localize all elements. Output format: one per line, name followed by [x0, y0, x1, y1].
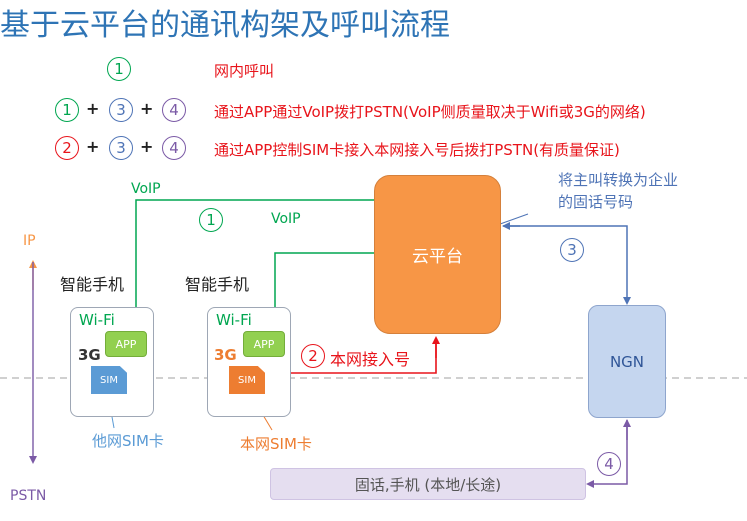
voip-label-2: VoIP [271, 211, 301, 227]
phone2-title: 智能手机 [185, 275, 250, 294]
cloud-ngn-path [503, 225, 631, 305]
ngn-box: NGN [588, 305, 666, 418]
phone2-3g-label: 3G [214, 346, 237, 364]
cloud-platform-box: 云平台 [374, 175, 501, 334]
callout-line1: 将主叫转换为企业 [558, 171, 679, 189]
phone1-title: 智能手机 [60, 275, 125, 294]
legend-row2-circle-1: 1 [55, 98, 79, 122]
flow-step-4: 4 [597, 452, 621, 476]
phone2-wifi-label: Wi-Fi [216, 311, 252, 329]
legend-row1-text: 网内呼叫 [214, 62, 275, 80]
flow-step-1: 1 [199, 208, 223, 232]
legend-row3-circle-4: 4 [162, 136, 186, 160]
flow-step-3: 3 [560, 238, 584, 262]
ngn-fixed-path [586, 420, 628, 488]
phone2-sim-card: SIM [229, 366, 265, 394]
legend-row2-plus-1: + [86, 99, 100, 118]
phone2-app-badge: APP [243, 331, 285, 357]
phone1-body [70, 307, 154, 417]
phone2-body [207, 307, 291, 417]
page-title: 基于云平台的通讯构架及呼叫流程 [0, 8, 450, 43]
legend-row3-circle-2: 2 [55, 136, 79, 160]
legend-row2-circle-3: 3 [109, 98, 133, 122]
legend-row2-text: 通过APP通过VoIP拨打PSTN(VoIP侧质量取决于Wifi或3G的网络) [214, 103, 646, 121]
access-number-label: 本网接入号 [330, 350, 411, 369]
phone1-sim-card: SIM [91, 366, 127, 394]
legend-row3-circle-3: 3 [109, 136, 133, 160]
legend-row3-plus-1: + [86, 137, 100, 156]
legend-row3-text: 通过APP控制SIM卡接入本网接入号后拨打PSTN(有质量保证) [214, 141, 620, 159]
legend-row3-plus-2: + [140, 137, 154, 156]
pstn-axis-label: PSTN [10, 488, 47, 504]
flow-step-2: 2 [301, 344, 325, 368]
legend-row2-plus-2: + [140, 99, 154, 118]
phone2-sim-label: 本网SIM卡 [240, 435, 312, 453]
phone1-wifi-label: Wi-Fi [79, 311, 115, 329]
callout-line2: 的固话号码 [558, 193, 634, 211]
voip-label-1: VoIP [131, 181, 161, 197]
phone1-3g-label: 3G [78, 346, 101, 364]
legend-row2-circle-4: 4 [162, 98, 186, 122]
legend-row1-circle-1: 1 [107, 57, 131, 81]
phone1-sim-label: 他网SIM卡 [92, 432, 164, 450]
phone1-app-badge: APP [105, 331, 147, 357]
voip-path-phone1 [132, 199, 374, 337]
fixed-line-box: 固话,手机 (本地/长途) [270, 468, 586, 500]
ip-axis-label: IP [23, 233, 36, 249]
